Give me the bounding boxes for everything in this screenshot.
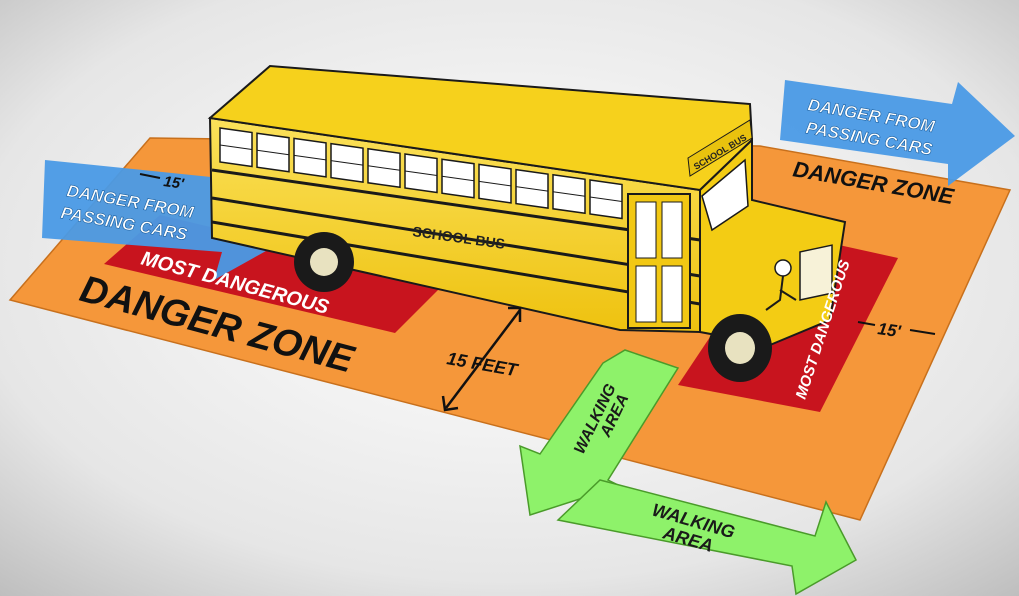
bus-roof-sign <box>687 119 753 177</box>
bus-grille <box>799 244 833 301</box>
passing-cars-arrow-right <box>780 80 1015 186</box>
front-distance-indicator <box>441 306 522 412</box>
bus-windows <box>219 127 623 220</box>
bus-rear-wheel <box>294 232 354 292</box>
walking-area-arrow-vertical <box>519 349 680 516</box>
bus-windshield <box>701 158 749 232</box>
bus-headlight <box>774 259 792 277</box>
bus-front-wheel <box>708 314 772 382</box>
right-distance-marker: 15' <box>876 319 902 341</box>
walking-area-arrow-horizontal <box>556 479 857 596</box>
left-distance-marker: 15' <box>162 173 185 193</box>
bus-roof <box>207 64 754 192</box>
